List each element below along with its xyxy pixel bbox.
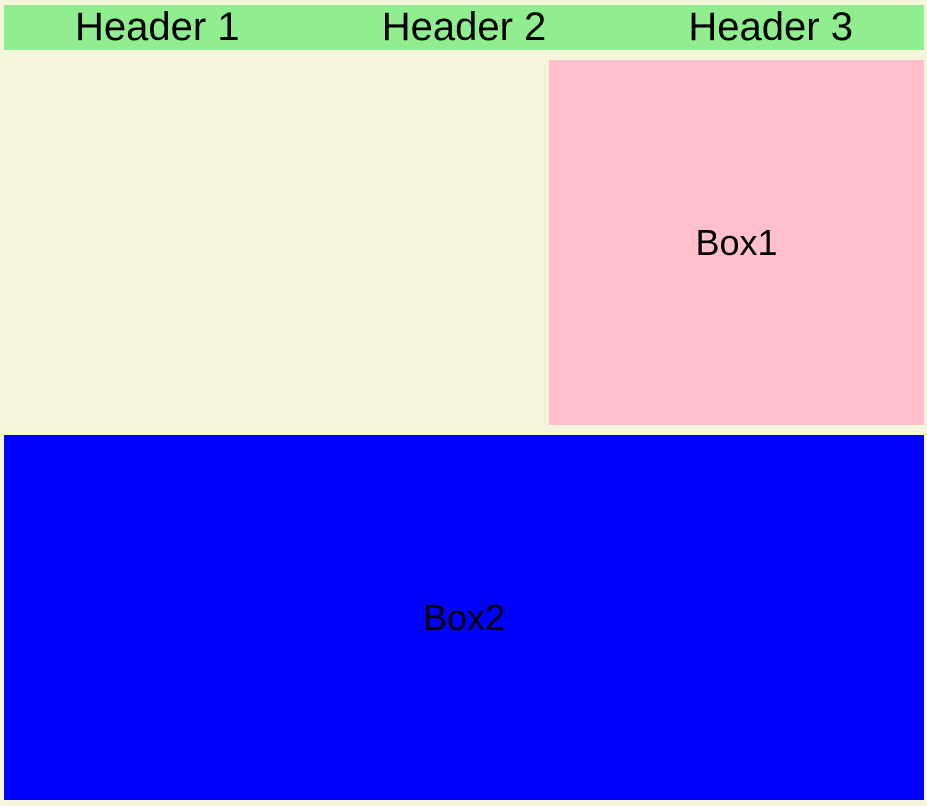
header-cell-1: Header 1: [75, 5, 240, 49]
box1-label: Box1: [695, 221, 778, 263]
header-bar: Header 1 Header 2 Header 3: [4, 5, 924, 50]
header-cell-2: Header 2: [381, 5, 547, 49]
box2: Box2: [4, 435, 924, 800]
header-cell-3: Header 3: [688, 5, 853, 49]
box2-label: Box2: [422, 596, 506, 638]
box1: Box1: [549, 60, 924, 425]
